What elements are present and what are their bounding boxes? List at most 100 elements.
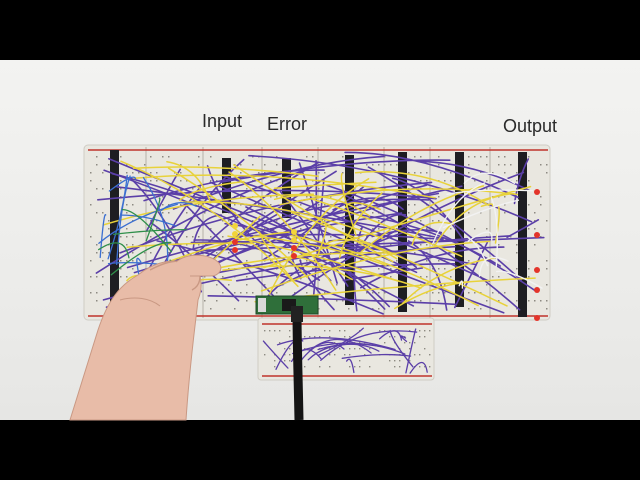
hole (414, 172, 416, 174)
hole (420, 220, 422, 222)
hole (96, 156, 98, 158)
hole (270, 260, 272, 262)
hole (424, 348, 426, 350)
hole (468, 212, 470, 214)
hole (276, 220, 278, 222)
hole (126, 204, 128, 206)
hole (414, 300, 416, 302)
jumper-wire (103, 169, 415, 307)
hole (222, 276, 224, 278)
jumper-wire (490, 197, 499, 268)
hole (186, 244, 188, 246)
hole (284, 354, 286, 356)
jumper-wire (417, 160, 530, 192)
hole (450, 180, 452, 182)
jumper-wire (260, 240, 491, 292)
hole (468, 156, 470, 158)
hole (510, 236, 512, 238)
hole (210, 308, 212, 310)
hole (438, 164, 440, 166)
jumper-wire (316, 221, 327, 258)
hole (198, 236, 200, 238)
hole (504, 172, 506, 174)
jumper-wire (235, 263, 456, 282)
hole (540, 196, 542, 198)
hole (339, 330, 341, 332)
hole (324, 220, 326, 222)
jumper-wire (185, 204, 278, 300)
hole (324, 204, 326, 206)
hole (364, 354, 366, 356)
hole (438, 220, 440, 222)
hole (372, 228, 374, 230)
hole (486, 164, 488, 166)
hole (438, 156, 440, 158)
led (534, 267, 540, 273)
hole (246, 260, 248, 262)
hole (480, 156, 482, 158)
led (291, 253, 297, 259)
hole (360, 212, 362, 214)
ic-chip (345, 155, 354, 305)
hole (534, 212, 536, 214)
hole (120, 276, 122, 278)
hole (329, 348, 331, 350)
input-label: Input (202, 111, 243, 131)
jumper-wire (354, 170, 490, 206)
hole (408, 204, 410, 206)
hole (222, 220, 224, 222)
hole (420, 180, 422, 182)
hole (396, 164, 398, 166)
hole (516, 252, 518, 254)
ic-chip (222, 158, 231, 213)
hole (319, 336, 321, 338)
hole (540, 236, 542, 238)
hole (198, 252, 200, 254)
hole (329, 336, 331, 338)
hole (90, 260, 92, 262)
jumper-wire (268, 178, 370, 295)
hole (342, 156, 344, 158)
hole (399, 366, 401, 368)
letterbox-top (0, 0, 640, 60)
hole (480, 172, 482, 174)
hole (90, 204, 92, 206)
jumper-wire (367, 166, 522, 281)
hole (304, 366, 306, 368)
hole (349, 354, 351, 356)
hole (162, 156, 164, 158)
jumper-wire (506, 219, 540, 239)
jumper-wire (253, 235, 387, 267)
hole (408, 212, 410, 214)
hole (339, 348, 341, 350)
jumper-wire (116, 175, 131, 265)
hole (546, 220, 548, 222)
hole (528, 180, 530, 182)
hole (210, 180, 212, 182)
hole (204, 212, 206, 214)
hole (90, 276, 92, 278)
hole (318, 212, 320, 214)
hole (240, 164, 242, 166)
hole (198, 220, 200, 222)
hole (420, 172, 422, 174)
hole (204, 276, 206, 278)
hole (120, 156, 122, 158)
hole (342, 172, 344, 174)
jumper-wire (341, 353, 412, 359)
hole (324, 172, 326, 174)
hole (210, 228, 212, 230)
hole (306, 292, 308, 294)
jumper-wire (320, 330, 418, 361)
hole (384, 342, 386, 344)
hole (450, 228, 452, 230)
hole (534, 228, 536, 230)
hole (486, 180, 488, 182)
hole (318, 172, 320, 174)
hole (336, 284, 338, 286)
jumper-wire (360, 246, 505, 289)
hole (384, 330, 386, 332)
hole (150, 252, 152, 254)
hole (438, 292, 440, 294)
hole (300, 244, 302, 246)
